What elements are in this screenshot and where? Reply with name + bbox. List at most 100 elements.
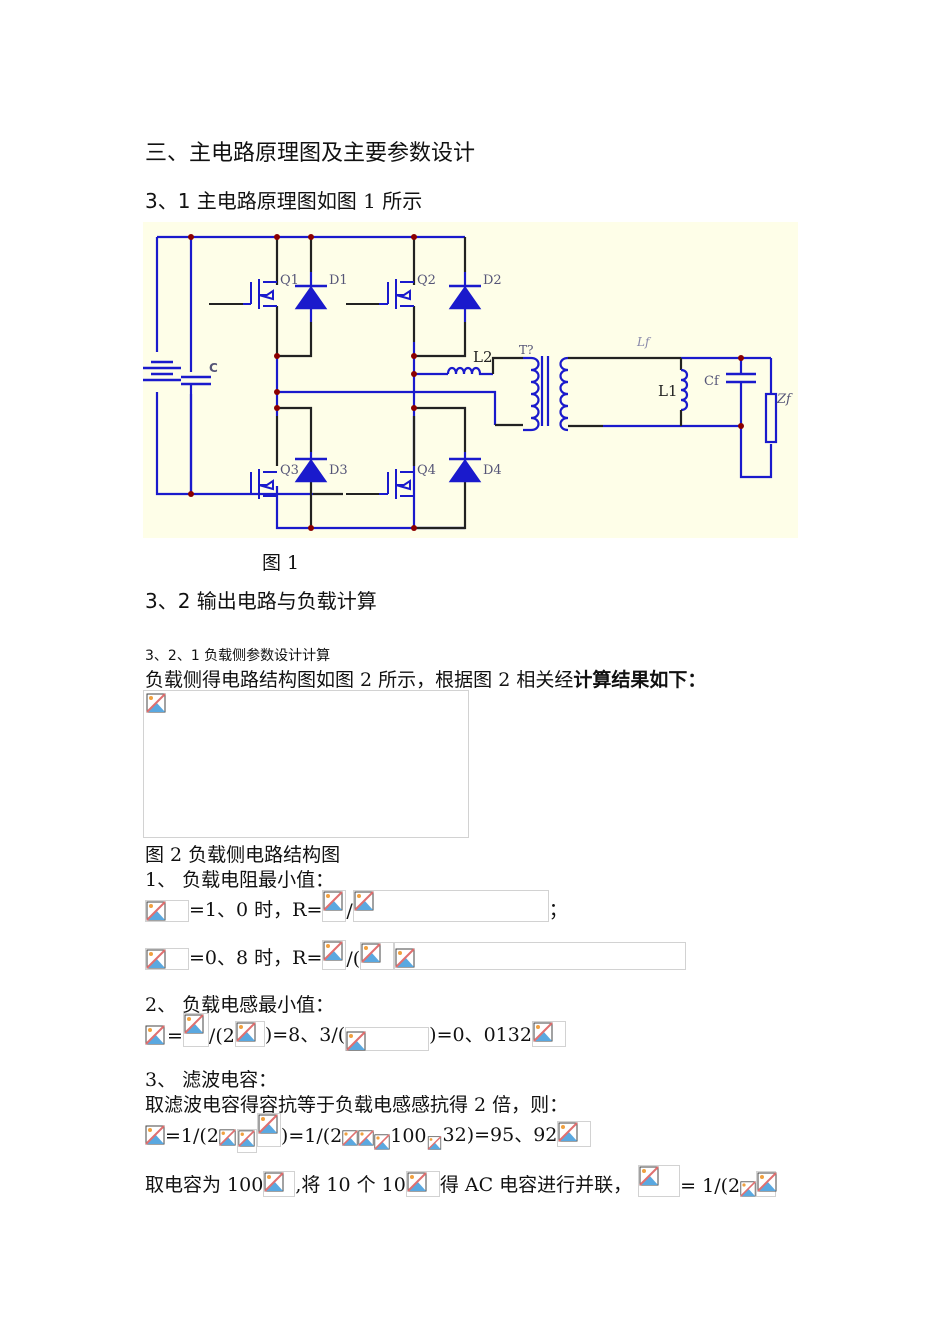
formula-image <box>740 1177 757 1197</box>
formula-image <box>638 1165 681 1197</box>
label-d1: D1 <box>329 273 348 288</box>
broken-image-icon <box>145 1025 165 1045</box>
broken-image-icon <box>346 1031 366 1051</box>
broken-image-icon <box>219 1129 236 1146</box>
item-2-title: 2、 负载电感最小值： <box>145 994 335 1016</box>
item-3-text-1: =1/(2 <box>165 1125 219 1147</box>
broken-image-icon <box>146 693 166 713</box>
formula-image <box>256 1113 281 1147</box>
formula-image <box>394 942 687 970</box>
item-1-text-5: /( <box>346 948 361 970</box>
formula-image <box>145 900 189 922</box>
formula-image <box>342 1127 359 1147</box>
figure-1-caption: 图 1 <box>262 552 300 574</box>
formula-image <box>405 1171 440 1197</box>
label-t: T? <box>519 343 533 357</box>
broken-image-icon <box>146 949 166 969</box>
label-d2: D2 <box>483 273 502 288</box>
label-d3: D3 <box>329 463 348 478</box>
formula-image <box>218 1125 237 1147</box>
label-lf: Lf <box>636 335 652 349</box>
figure-1-circuit-diagram: Q1 D1 Q2 D2 Q3 D3 Q4 D4 C L2 T? Lf L1 Cf… <box>143 222 798 538</box>
label-c: C <box>209 361 218 375</box>
formula-image <box>182 1013 209 1047</box>
item-3-text-5: 取电容为 100 <box>145 1174 264 1196</box>
label-q4: Q4 <box>417 463 436 478</box>
formula-image <box>426 1136 443 1150</box>
label-q3: Q3 <box>280 463 299 478</box>
figure-2-caption: 图 2 负载侧电路结构图 <box>145 844 341 866</box>
paragraph-bold: 计算结果如下： <box>573 669 707 691</box>
formula-image <box>145 1125 165 1147</box>
broken-image-icon <box>407 1172 427 1192</box>
item-2-line-1: = /(2 )=8、3/( )=0、0132 <box>145 1013 566 1051</box>
formula-image <box>145 948 189 970</box>
item-3-description: 取滤波电容得容抗等于负载电感感抗得 2 倍，则： <box>145 1094 569 1116</box>
item-3-title: 3、 滤波电容： <box>145 1069 278 1091</box>
item-1-title: 1、 负载电阻最小值： <box>145 869 335 891</box>
figure-2-image <box>143 690 469 838</box>
broken-image-icon <box>374 1134 391 1150</box>
subsection-3-2-1: 3、2、1 负载侧参数设计计算 <box>145 648 331 664</box>
item-1-line-2: =0、8 时，R= /( <box>145 940 687 970</box>
broken-image-icon <box>264 1172 285 1192</box>
broken-image-icon <box>354 891 374 911</box>
broken-image-icon <box>236 1022 256 1042</box>
formula-image <box>756 1171 777 1197</box>
formula-image <box>234 1021 265 1047</box>
item-3-text-4: 32)=95、92 <box>442 1124 558 1146</box>
broken-image-icon <box>395 948 415 968</box>
item-3-text-2: )=1/(2 <box>280 1125 343 1147</box>
label-q1: Q1 <box>280 273 299 288</box>
subsection-3-1-bold: 3、1 主电路原理图 <box>145 189 317 213</box>
broken-image-icon <box>342 1130 359 1146</box>
subsection-3-1: 3、1 主电路原理图如图 1 所示 <box>145 185 422 214</box>
item-1-line-1: =1、0 时，R= / ； <box>145 890 568 922</box>
formula-image <box>322 940 347 970</box>
label-l2: L2 <box>473 348 493 366</box>
broken-image-icon <box>323 941 344 961</box>
item-2-text-3: )=8、3/( <box>264 1024 346 1046</box>
broken-image-icon <box>258 1114 278 1134</box>
broken-image-icon <box>323 891 344 911</box>
formula-image <box>322 890 347 922</box>
item-2-text-4: )=0、0132 <box>429 1024 532 1046</box>
formula-image <box>557 1121 592 1147</box>
item-3-text-3: 100 <box>390 1125 427 1147</box>
broken-image-icon <box>639 1166 659 1186</box>
broken-image-icon <box>145 1125 165 1145</box>
item-3-text-6: ,将 10 个 10 <box>295 1174 406 1196</box>
broken-image-icon <box>184 1014 204 1034</box>
formula-image <box>352 890 549 922</box>
broken-image-icon <box>427 1136 441 1150</box>
paragraph-normal: 负载侧得电路结构图如图 2 所示，根据图 2 相关经 <box>145 669 574 691</box>
paragraph-load-side: 负载侧得电路结构图如图 2 所示，根据图 2 相关经计算结果如下： <box>145 665 706 692</box>
broken-image-icon <box>533 1022 553 1042</box>
item-2-text-2: /(2 <box>208 1025 235 1047</box>
subsection-3-2: 3、2 输出电路与负载计算 <box>145 589 377 613</box>
section-title: 三、主电路原理图及主要参数设计 <box>145 141 476 166</box>
subsection-3-1-normal: 如图 1 所示 <box>316 189 423 213</box>
label-cf: Cf <box>704 374 720 389</box>
item-3-text-7: 得 AC 电容进行并联， <box>439 1174 633 1196</box>
formula-image <box>374 1134 391 1150</box>
formula-image <box>358 1127 375 1147</box>
broken-image-icon <box>558 1122 579 1142</box>
broken-image-icon <box>361 943 381 963</box>
broken-image-icon <box>740 1181 756 1197</box>
item-1-text-1: =1、0 时，R= <box>189 899 323 921</box>
item-3-line-2: 取电容为 100 ,将 10 个 10 得 AC 电容进行并联， = 1/(2 <box>145 1165 777 1197</box>
formula-image <box>360 942 395 970</box>
item-3-text-8: = 1/(2 <box>680 1175 741 1197</box>
item-1-text-4: =0、8 时，R= <box>189 947 323 969</box>
formula-image <box>236 1129 257 1153</box>
broken-image-icon <box>757 1172 777 1192</box>
label-l1: L1 <box>658 382 678 400</box>
item-2-text-1: = <box>167 1025 183 1047</box>
formula-image <box>145 1025 167 1047</box>
item-1-text-2: / <box>346 900 353 922</box>
label-zf: Zf <box>776 392 793 407</box>
item-3-line-1: =1/(2 )=1/(2 100 32)=95、92 <box>145 1113 592 1153</box>
item-1-text-3: ； <box>548 899 568 921</box>
broken-image-icon <box>146 901 166 921</box>
